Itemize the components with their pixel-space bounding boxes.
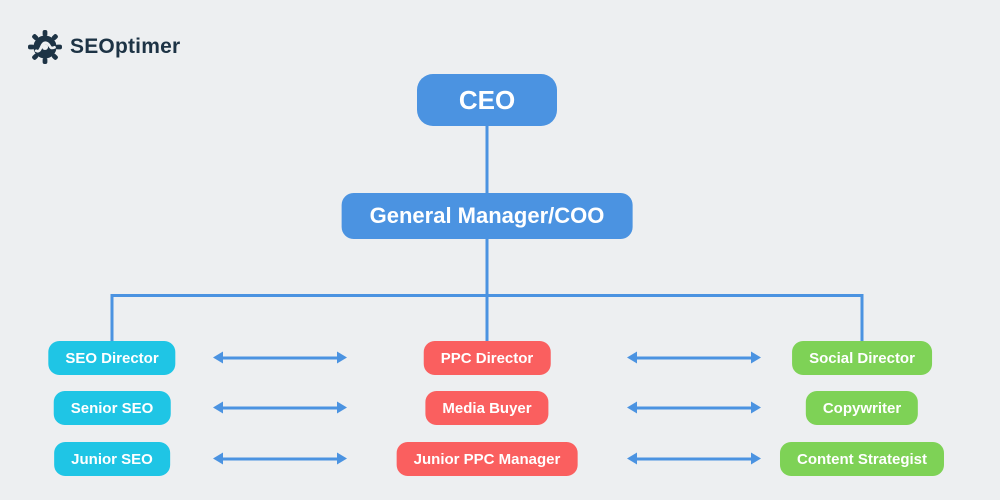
connector-ceo-to-gm <box>485 126 489 193</box>
connector-drop-social <box>860 294 864 341</box>
arrow-seo-ppc-row2 <box>213 401 347 414</box>
node-general-manager-coo: General Manager/COO <box>341 193 633 239</box>
node-senior-seo: Senior SEO <box>53 391 171 425</box>
node-ppc-director: PPC Director <box>423 341 551 375</box>
connector-gm-to-bus <box>485 239 489 294</box>
arrow-ppc-social-row3 <box>627 452 761 465</box>
node-content-strategist: Content Strategist <box>779 442 945 476</box>
arrow-seo-ppc-row1 <box>213 351 347 364</box>
seoptimer-logo-text: SEOptimer <box>70 35 181 58</box>
node-junior-ppc-manager: Junior PPC Manager <box>396 442 578 476</box>
node-seo-director: SEO Director <box>48 341 176 375</box>
arrow-seo-ppc-row3 <box>213 452 347 465</box>
node-ceo: CEO <box>417 74 557 126</box>
connector-drop-ppc <box>485 294 489 341</box>
node-media-buyer: Media Buyer <box>425 391 549 425</box>
seoptimer-gear-icon <box>28 30 62 64</box>
seoptimer-logo: SEOptimer <box>28 30 180 64</box>
node-social-director: Social Director <box>792 341 932 375</box>
node-junior-seo: Junior SEO <box>54 442 170 476</box>
arrow-ppc-social-row2 <box>627 401 761 414</box>
connector-drop-seo <box>110 294 114 341</box>
arrow-ppc-social-row1 <box>627 351 761 364</box>
node-copywriter: Copywriter <box>805 391 919 425</box>
